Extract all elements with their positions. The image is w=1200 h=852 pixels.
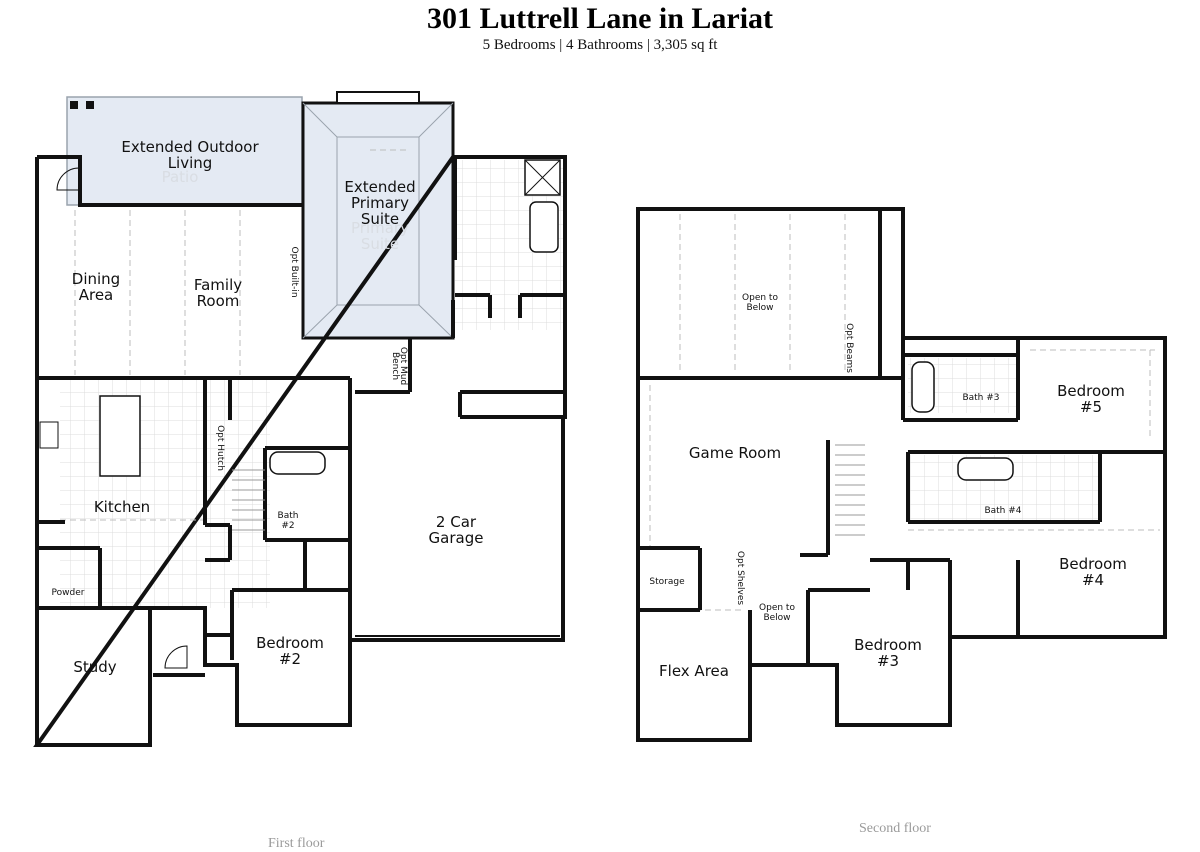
second-floor-plan xyxy=(636,207,1167,742)
label-family-1: Family xyxy=(194,276,242,294)
page-subtitle: 5 Bedrooms | 4 Bathrooms | 3,305 sq ft xyxy=(482,37,718,53)
label-powder: Powder xyxy=(52,588,85,598)
hall-tile-area xyxy=(210,378,270,608)
first-floor-interior-walls xyxy=(37,157,565,677)
primary-ceiling-lines-bottom xyxy=(302,304,454,339)
label-primary-ghost-1: Primary xyxy=(351,219,409,237)
label-bedroom4-1: Bedroom xyxy=(1059,555,1127,573)
label-bedroom4-2: #4 xyxy=(1082,571,1104,589)
stairs-second-floor xyxy=(835,444,865,536)
shower-x2 xyxy=(524,159,561,196)
second-floor-interior-walls xyxy=(638,209,1165,665)
extended-outdoor-living-area xyxy=(66,96,303,206)
label-bedroom5-2: #5 xyxy=(1080,398,1102,416)
label-opt-shelves: Opt Shelves xyxy=(735,551,745,606)
label-primary-3: Suite xyxy=(361,210,399,228)
label-open-below-1b: Below xyxy=(746,303,773,313)
label-dining-2: Area xyxy=(79,286,114,304)
label-opt-beams: Opt Beams xyxy=(844,323,854,373)
entry-door-arc xyxy=(164,645,188,669)
label-bedroom5-1: Bedroom xyxy=(1057,382,1125,400)
label-dining-1: Dining xyxy=(72,270,120,288)
label-primary-1: Extended xyxy=(344,178,415,196)
label-bath2-2: #2 xyxy=(281,521,294,531)
second-floor-labels: Open to Below Opt Beams Game Room Bath #… xyxy=(649,293,1127,680)
label-family-2: Room xyxy=(197,292,240,310)
label-open-below-2b: Below xyxy=(763,613,790,623)
range xyxy=(39,421,59,449)
tub-bath2 xyxy=(269,451,326,475)
page-title: 301 Luttrell Lane in Lariat xyxy=(426,2,774,35)
primary-tub xyxy=(529,201,559,253)
first-floor-dashed-lines xyxy=(60,149,410,521)
label-opt-mud-1: Opt Mud xyxy=(398,347,408,385)
label-open-below-2a: Open to xyxy=(759,603,795,613)
label-opt-builtin: Opt Built-in xyxy=(289,246,299,297)
listing-header: 301 Luttrell Lane in Lariat 5 Bedrooms |… xyxy=(0,0,1200,54)
label-bedroom3-1: Bedroom xyxy=(854,636,922,654)
label-bedroom2-1: Bedroom xyxy=(256,634,324,652)
label-bedroom3-2: #3 xyxy=(877,652,899,670)
label-garage-2: Garage xyxy=(429,529,484,547)
second-floor-caption: Second floor xyxy=(859,821,931,836)
label-storage: Storage xyxy=(649,577,685,587)
label-primary-2: Primary xyxy=(351,194,409,212)
tub-bath3 xyxy=(911,361,935,413)
label-game-room: Game Room xyxy=(689,444,781,462)
label-opt-hutch: Opt Hutch xyxy=(215,425,225,471)
label-open-below-1a: Open to xyxy=(742,293,778,303)
label-outdoor-2: Living xyxy=(168,154,213,172)
patio-door-arc xyxy=(56,167,80,191)
label-opt-mud-2: Bench xyxy=(390,352,400,380)
label-bath4: Bath #4 xyxy=(984,506,1021,516)
kitchen-island xyxy=(99,395,141,477)
label-patio: Patio xyxy=(162,168,199,186)
first-floor-plan xyxy=(33,91,567,747)
label-study: Study xyxy=(73,658,116,676)
label-garage-1: 2 Car xyxy=(436,513,477,531)
first-floor-labels: Patio Extended Outdoor Living Primary Su… xyxy=(52,138,484,676)
label-flex-area: Flex Area xyxy=(659,662,729,680)
label-bath3: Bath #3 xyxy=(962,393,999,403)
primary-ceiling-lines xyxy=(302,102,454,138)
patio-icon-1 xyxy=(70,101,78,109)
first-floor-caption: First floor xyxy=(268,836,325,851)
primary-window xyxy=(336,91,420,104)
label-kitchen: Kitchen xyxy=(94,498,150,516)
second-floor-exterior-wall xyxy=(636,207,1167,742)
label-bath2-1: Bath xyxy=(278,511,299,521)
label-outdoor-1: Extended Outdoor xyxy=(121,138,259,156)
label-primary-ghost-2: Suite xyxy=(361,235,399,253)
label-bedroom2-2: #2 xyxy=(279,650,301,668)
tub-bath4 xyxy=(957,457,1014,481)
patio-icon-2 xyxy=(86,101,94,109)
stairs-first-floor xyxy=(232,469,265,531)
